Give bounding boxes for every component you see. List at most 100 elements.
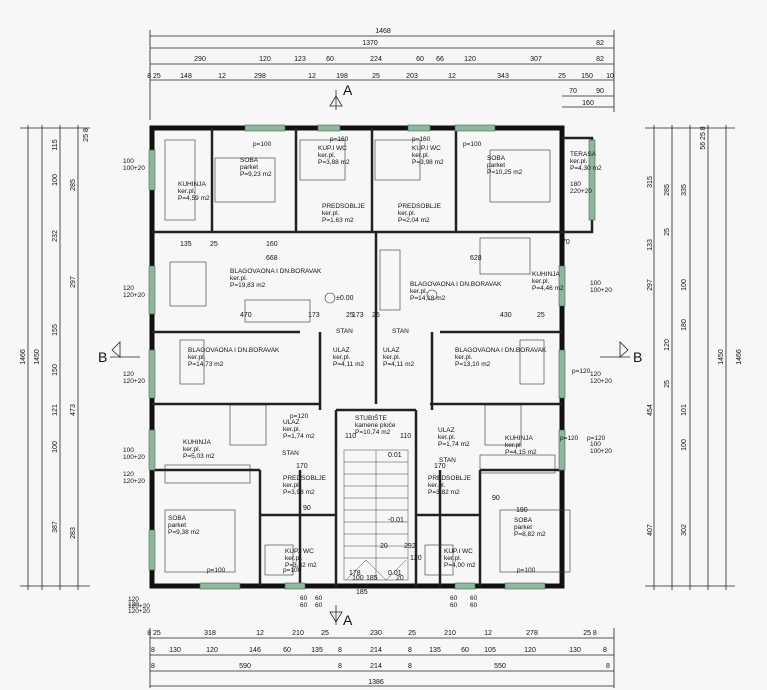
svg-text:60: 60 bbox=[326, 56, 334, 63]
inner-dimension: 173 bbox=[352, 312, 364, 319]
inner-dimension: 160 bbox=[266, 241, 278, 248]
dim-left-outer: 1466 bbox=[20, 349, 27, 365]
inner-dimension: 20 bbox=[396, 575, 404, 582]
svg-text:100: 100 bbox=[52, 441, 59, 453]
svg-text:8 25: 8 25 bbox=[147, 630, 161, 637]
svg-text:100: 100 bbox=[681, 279, 688, 291]
svg-text:473: 473 bbox=[70, 404, 77, 416]
level-markers: ±0.00 -0.01 0.01 0.01 bbox=[336, 295, 404, 577]
opening-label: p=100 bbox=[253, 141, 272, 148]
section-a-bottom-marker bbox=[329, 605, 343, 625]
svg-text:150: 150 bbox=[581, 73, 593, 80]
svg-text:302: 302 bbox=[681, 524, 688, 536]
section-b-left-marker bbox=[110, 341, 140, 358]
inner-dimension: 470 bbox=[240, 312, 252, 319]
staircase bbox=[343, 449, 409, 581]
bottom-dimension-chains bbox=[149, 628, 615, 688]
svg-text:82: 82 bbox=[596, 56, 604, 63]
inner-dimension: 20 bbox=[380, 543, 388, 550]
dim-left-top-mark: 25 8 bbox=[83, 128, 90, 142]
left-dimension-chains bbox=[20, 125, 90, 590]
svg-text:155: 155 bbox=[52, 324, 59, 336]
svg-text:8: 8 bbox=[338, 647, 342, 654]
section-a-bottom-label: A bbox=[343, 612, 353, 628]
inner-dimension: 628 bbox=[470, 255, 482, 262]
svg-text:148: 148 bbox=[180, 73, 192, 80]
svg-text:120: 120 bbox=[206, 647, 218, 654]
dim-bottom-row2: 8 130 120 146 60 135 8 214 8 135 60 105 … bbox=[151, 647, 607, 654]
svg-text:454: 454 bbox=[647, 404, 654, 416]
inner-dimension: 120 bbox=[410, 555, 422, 562]
svg-text:130: 130 bbox=[169, 647, 181, 654]
stan-label: STAN bbox=[439, 457, 456, 464]
svg-text:335: 335 bbox=[681, 184, 688, 196]
svg-text:12: 12 bbox=[256, 630, 264, 637]
inner-dimension: 90 bbox=[492, 495, 500, 502]
svg-text:290: 290 bbox=[194, 56, 206, 63]
stan-label: STAN bbox=[392, 328, 409, 335]
svg-text:25: 25 bbox=[664, 380, 671, 388]
dim-right-inner: 1450 bbox=[718, 349, 725, 365]
dim-right-col3: 285 25 120 25 bbox=[664, 184, 671, 388]
opening-label: p=100 bbox=[207, 567, 226, 574]
dim-top-r2-right: 82 bbox=[596, 40, 604, 47]
opening-label: p=120 bbox=[587, 435, 606, 442]
level-marker: 0.01 bbox=[388, 452, 402, 459]
svg-text:100: 100 bbox=[52, 174, 59, 186]
svg-text:123: 123 bbox=[294, 56, 306, 63]
svg-text:285: 285 bbox=[664, 184, 671, 196]
svg-text:214: 214 bbox=[370, 647, 382, 654]
svg-text:121: 121 bbox=[52, 404, 59, 416]
inner-dimension: 135 bbox=[180, 241, 192, 248]
svg-text:120: 120 bbox=[464, 56, 476, 63]
inner-dimension: 185 bbox=[366, 575, 378, 582]
svg-text:232: 232 bbox=[52, 230, 59, 242]
svg-text:146: 146 bbox=[249, 647, 261, 654]
dim-top-row4: 8 25 148 12 298 12 198 25 203 12 343 25 … bbox=[147, 73, 614, 80]
top-dimension-chains bbox=[149, 30, 615, 120]
opening-label: p=120 bbox=[572, 368, 591, 375]
svg-text:224: 224 bbox=[370, 56, 382, 63]
inner-dimension: 70 bbox=[562, 239, 570, 246]
svg-text:135: 135 bbox=[429, 647, 441, 654]
inner-dimension: 110 bbox=[400, 433, 411, 440]
svg-text:105: 105 bbox=[484, 647, 496, 654]
inner-dimension: 292 bbox=[404, 543, 416, 550]
svg-text:25: 25 bbox=[664, 228, 671, 236]
opening-label: p=100 bbox=[517, 567, 536, 574]
level-marker: -0.01 bbox=[388, 517, 404, 524]
stan-labels: STAN STAN STAN STAN bbox=[282, 328, 456, 464]
svg-text:180: 180 bbox=[681, 319, 688, 331]
inner-dimension: 185 bbox=[356, 589, 368, 596]
svg-text:120: 120 bbox=[524, 647, 536, 654]
svg-text:60: 60 bbox=[461, 647, 469, 654]
section-a-top-marker bbox=[329, 90, 343, 110]
svg-text:135: 135 bbox=[311, 647, 323, 654]
svg-text:230: 230 bbox=[370, 630, 382, 637]
svg-text:25: 25 bbox=[408, 630, 416, 637]
svg-text:25: 25 bbox=[372, 73, 380, 80]
svg-text:550: 550 bbox=[494, 663, 506, 670]
dim-bottom-row3: 8 590 8 214 8 550 8 bbox=[151, 663, 610, 670]
inner-dimension: 173 bbox=[308, 312, 320, 319]
inner-dimension: 25 bbox=[372, 312, 380, 319]
svg-text:25: 25 bbox=[321, 630, 329, 637]
right-dimension-chains bbox=[645, 125, 735, 590]
